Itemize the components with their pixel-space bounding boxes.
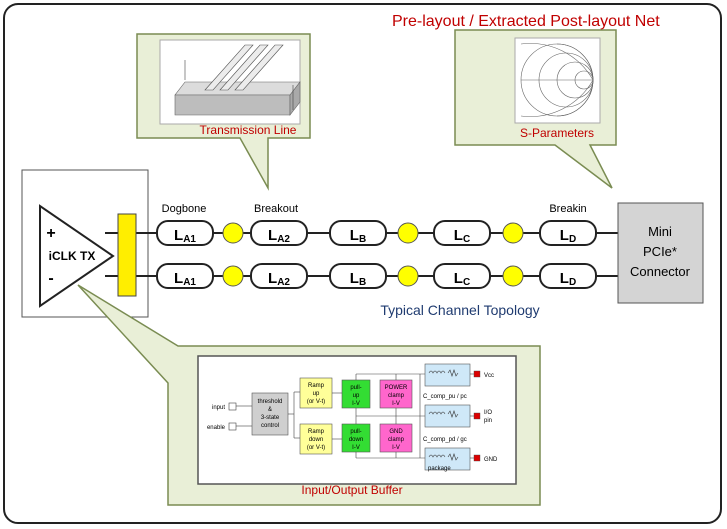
svg-text:up: up <box>313 391 320 397</box>
package-gnd-block <box>424 447 471 471</box>
svg-text:LA2: LA2 <box>268 227 290 245</box>
node <box>222 265 244 287</box>
mini-pcie-connector <box>617 202 704 304</box>
tx-plus: + <box>46 225 55 242</box>
connector-line3: Connector <box>630 264 691 279</box>
segment-lc: LC <box>433 263 491 289</box>
svg-text:I-V: I-V <box>392 445 400 451</box>
transmission-line-figure <box>174 44 301 116</box>
svg-text:down: down <box>309 437 323 443</box>
segment-row-negative: LA1 LA2 LB LC LD <box>156 263 597 289</box>
vcc-pin <box>473 370 481 378</box>
transmission-line-label: Transmission Line <box>200 123 297 137</box>
c-comp-pu-label: C_comp_pu / pc <box>423 394 467 400</box>
svg-text:clamp: clamp <box>388 437 405 443</box>
svg-text:LA1: LA1 <box>174 270 196 288</box>
svg-text:control: control <box>261 423 279 429</box>
svg-text:GND: GND <box>389 429 403 435</box>
gnd-pin <box>473 454 481 462</box>
svg-text:LC: LC <box>454 270 470 288</box>
package-io-block <box>424 404 471 428</box>
dogbone-label: Dogbone <box>162 203 207 215</box>
ramp-up-block <box>299 377 333 409</box>
tx-buffer-triangle <box>39 204 115 308</box>
segment-lb: LB <box>329 263 387 289</box>
vcc-label: Vcc <box>484 373 494 379</box>
io-pin-label-2: pin <box>484 418 492 424</box>
svg-text:clamp: clamp <box>388 393 405 399</box>
pull-up-block <box>341 379 371 409</box>
svg-text:I-V: I-V <box>392 401 400 407</box>
svg-text:LD: LD <box>560 270 576 288</box>
page-title: Pre-layout / Extracted Post-layout Net <box>392 13 660 30</box>
package-block <box>117 213 137 297</box>
segment-lb: LB <box>329 220 387 246</box>
svg-text:pull-: pull- <box>350 429 361 435</box>
node <box>502 222 524 244</box>
segment-ld: LD <box>539 220 597 246</box>
connector-line2: PCIe* <box>643 244 677 259</box>
svg-text:POWER: POWER <box>385 385 408 391</box>
segment-la1: LA1 <box>156 263 214 289</box>
ramp-down-block <box>299 423 333 455</box>
tx-label: iCLK TX <box>49 249 96 263</box>
io-pin-label-1: I/O <box>484 410 492 416</box>
s-parameters-label: S-Parameters <box>520 126 594 140</box>
smith-chart-image <box>514 37 601 124</box>
io-buffer-label: Input/Output Buffer <box>301 483 402 497</box>
connector-line1: Mini <box>648 224 672 239</box>
svg-text:threshold: threshold <box>258 399 283 405</box>
smith-chart <box>520 43 594 117</box>
breakin-label: Breakin <box>549 203 586 215</box>
svg-text:I-V: I-V <box>352 401 360 407</box>
svg-text:LD: LD <box>560 227 576 245</box>
svg-text:pull-: pull- <box>350 385 361 391</box>
node <box>502 265 524 287</box>
svg-text:Ramp: Ramp <box>308 383 325 389</box>
svg-text:up: up <box>353 393 360 399</box>
input-label: input <box>212 405 225 411</box>
svg-text:3-state: 3-state <box>261 415 280 421</box>
node <box>397 265 419 287</box>
power-clamp-block <box>379 379 413 409</box>
segment-la2: LA2 <box>250 263 308 289</box>
topology-label: Typical Channel Topology <box>380 302 539 318</box>
segment-ld: LD <box>539 263 597 289</box>
breakout-label: Breakout <box>254 203 298 215</box>
svg-text:&: & <box>268 407 272 413</box>
svg-text:LA1: LA1 <box>174 227 196 245</box>
ibis-model: input enable threshold & 3-state control… <box>207 363 498 472</box>
svg-text:LB: LB <box>350 227 366 245</box>
segment-lc: LC <box>433 220 491 246</box>
segment-row-positive: LA1 LA2 LB LC LD <box>156 220 597 246</box>
svg-text:(or V-t): (or V-t) <box>307 445 325 451</box>
svg-text:LC: LC <box>454 227 470 245</box>
svg-text:Ramp: Ramp <box>308 429 325 435</box>
gnd-label: GND <box>484 457 498 463</box>
io-pin <box>473 412 481 420</box>
enable-label: enable <box>207 425 226 431</box>
segment-la2: LA2 <box>250 220 308 246</box>
segment-la1: LA1 <box>156 220 214 246</box>
svg-text:I-V: I-V <box>352 445 360 451</box>
svg-text:down: down <box>349 437 363 443</box>
threshold-control-block <box>251 392 289 436</box>
c-comp-pd-label: C_comp_pd / gc <box>423 437 467 443</box>
svg-text:LA2: LA2 <box>268 270 290 288</box>
svg-text:(or V-t): (or V-t) <box>307 399 325 405</box>
package-label: package <box>428 466 451 472</box>
node <box>397 222 419 244</box>
tx-minus: - <box>48 270 53 287</box>
gnd-clamp-block <box>379 423 413 453</box>
node <box>222 222 244 244</box>
svg-text:LB: LB <box>350 270 366 288</box>
package-vcc-block <box>424 363 471 387</box>
